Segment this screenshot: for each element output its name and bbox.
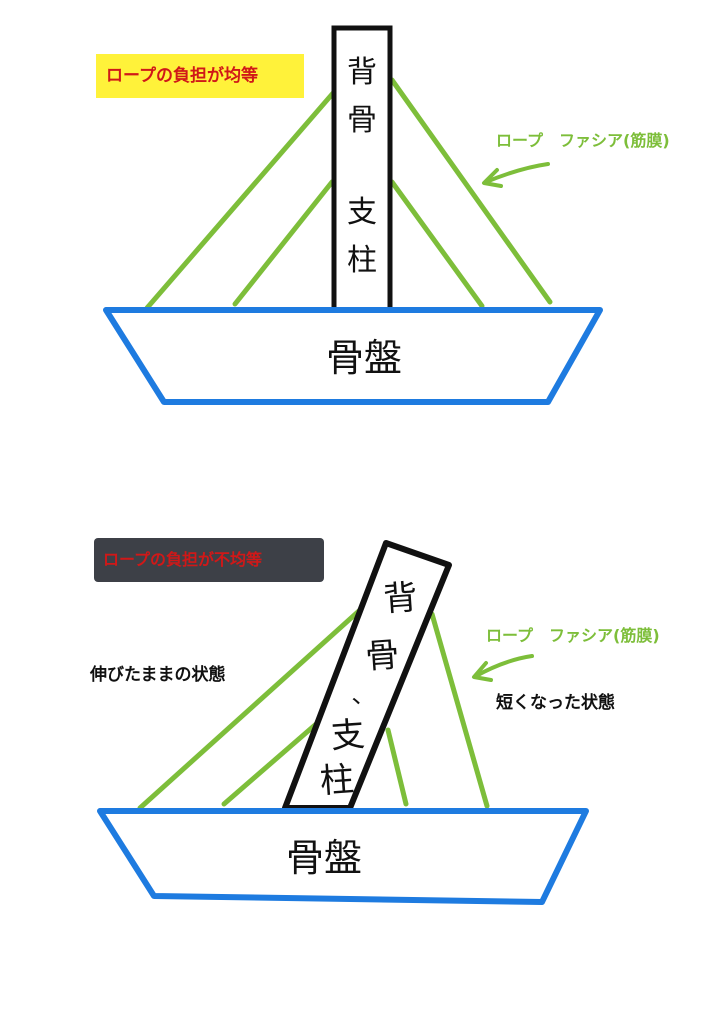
bottom-rope-right-outer — [429, 611, 490, 809]
bottom-rope-arrow — [474, 654, 534, 678]
top-diagram: ロープの負担が均等 背 骨 支 柱 骨盤 ロープ ファシア(筋膜) — [96, 25, 670, 405]
top-rope-arrow — [484, 162, 550, 184]
top-spine-char-2: 骨 — [347, 103, 377, 138]
top-ropes — [144, 77, 553, 311]
bottom-spine-text: 背 骨 、 支 柱 — [319, 578, 419, 802]
bottom-spine-char-1: 背 — [382, 578, 419, 620]
bottom-rope-left-outer — [137, 607, 363, 811]
top-spine-char-3: 支 — [347, 195, 377, 230]
top-badge-text: ロープの負担が均等 — [106, 65, 258, 86]
bottom-left-state-label: 伸びたままの状態 — [89, 664, 226, 685]
top-rope-arrowhead — [482, 168, 503, 188]
top-rope-right-outer — [389, 77, 553, 305]
top-pelvis — [103, 307, 603, 405]
top-spine-char-1: 背 — [347, 55, 377, 90]
top-rope-label: ロープ ファシア(筋膜) — [496, 131, 670, 150]
bottom-ropes — [137, 607, 490, 811]
bottom-rope-right-inner — [385, 727, 409, 807]
bottom-diagram: ロープの負担が不均等 背 骨 、 支 柱 骨盤 ロープ ファシア(筋膜) 伸びた… — [89, 538, 660, 905]
bottom-spine-char-5: 柱 — [319, 759, 356, 801]
top-rope-left-outer — [144, 89, 337, 311]
bottom-spine-char-2: 骨 — [364, 635, 401, 677]
bottom-right-state-label: 短くなった状態 — [496, 692, 615, 713]
bottom-badge-bg — [94, 538, 324, 582]
top-rope-right-inner — [389, 179, 485, 309]
bottom-pelvis-label: 骨盤 — [286, 836, 362, 880]
top-spine-char-4: 柱 — [347, 243, 377, 278]
top-badge-bg — [96, 54, 304, 98]
bottom-badge-text: ロープの負担が不均等 — [103, 550, 262, 569]
top-rope-left-inner — [232, 179, 335, 307]
bottom-spine-char-3: 、 — [350, 680, 376, 710]
bottom-pelvis — [97, 808, 589, 905]
top-pelvis-label: 骨盤 — [326, 336, 402, 380]
bottom-rope-left-inner — [221, 709, 333, 807]
bottom-spine-char-4: 支 — [329, 715, 366, 757]
bottom-rope-label: ロープ ファシア(筋膜) — [486, 626, 660, 645]
bottom-rope-arrowhead — [472, 661, 493, 682]
